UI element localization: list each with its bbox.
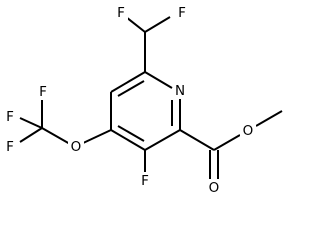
bond-c5-c6 xyxy=(110,71,146,93)
bond-c6-n1 xyxy=(144,71,173,89)
atom-label-o-ester: O xyxy=(240,122,256,139)
bond-o-methyl xyxy=(255,110,283,127)
bond-cf3-f-left xyxy=(19,117,43,129)
bond-c5-c6-inner xyxy=(117,80,145,97)
svg-text:F: F xyxy=(6,139,14,155)
svg-text:O: O xyxy=(71,139,82,155)
bond-ester-o xyxy=(213,134,241,151)
svg-text:F: F xyxy=(6,109,14,125)
svg-text:O: O xyxy=(243,123,254,139)
svg-text:F: F xyxy=(178,5,186,21)
atom-label-f-a: F xyxy=(114,4,128,21)
atom-label-f-f: F xyxy=(138,172,152,189)
atom-label-n: N xyxy=(173,82,188,99)
svg-text:F: F xyxy=(117,5,125,21)
atom-label-f-c: F xyxy=(36,83,50,100)
atom-label-f-b: F xyxy=(175,4,189,21)
atom-label-f-d: F xyxy=(3,108,17,125)
bond-cf-b xyxy=(144,16,171,33)
bond-cf-a xyxy=(125,16,146,33)
bond-cf3-f-bottom xyxy=(19,127,43,143)
svg-text:F: F xyxy=(39,84,47,100)
bond-c3-c4 xyxy=(110,129,146,151)
bond-c2-c3 xyxy=(144,129,181,151)
svg-text:F: F xyxy=(141,173,149,189)
bond-o-cf3 xyxy=(41,127,71,145)
bond-c2-ester xyxy=(179,129,215,151)
atom-label-o-carbonyl: O xyxy=(206,179,222,196)
svg-text:N: N xyxy=(175,83,185,99)
bond-c4-o xyxy=(80,129,112,145)
svg-text:O: O xyxy=(209,180,220,196)
molecule-structure: F F N F F F O F O O xyxy=(3,4,283,196)
bond-c3-c4-inner xyxy=(117,125,145,142)
atom-label-f-e: F xyxy=(3,138,17,155)
atom-label-o-ether: O xyxy=(68,138,84,155)
